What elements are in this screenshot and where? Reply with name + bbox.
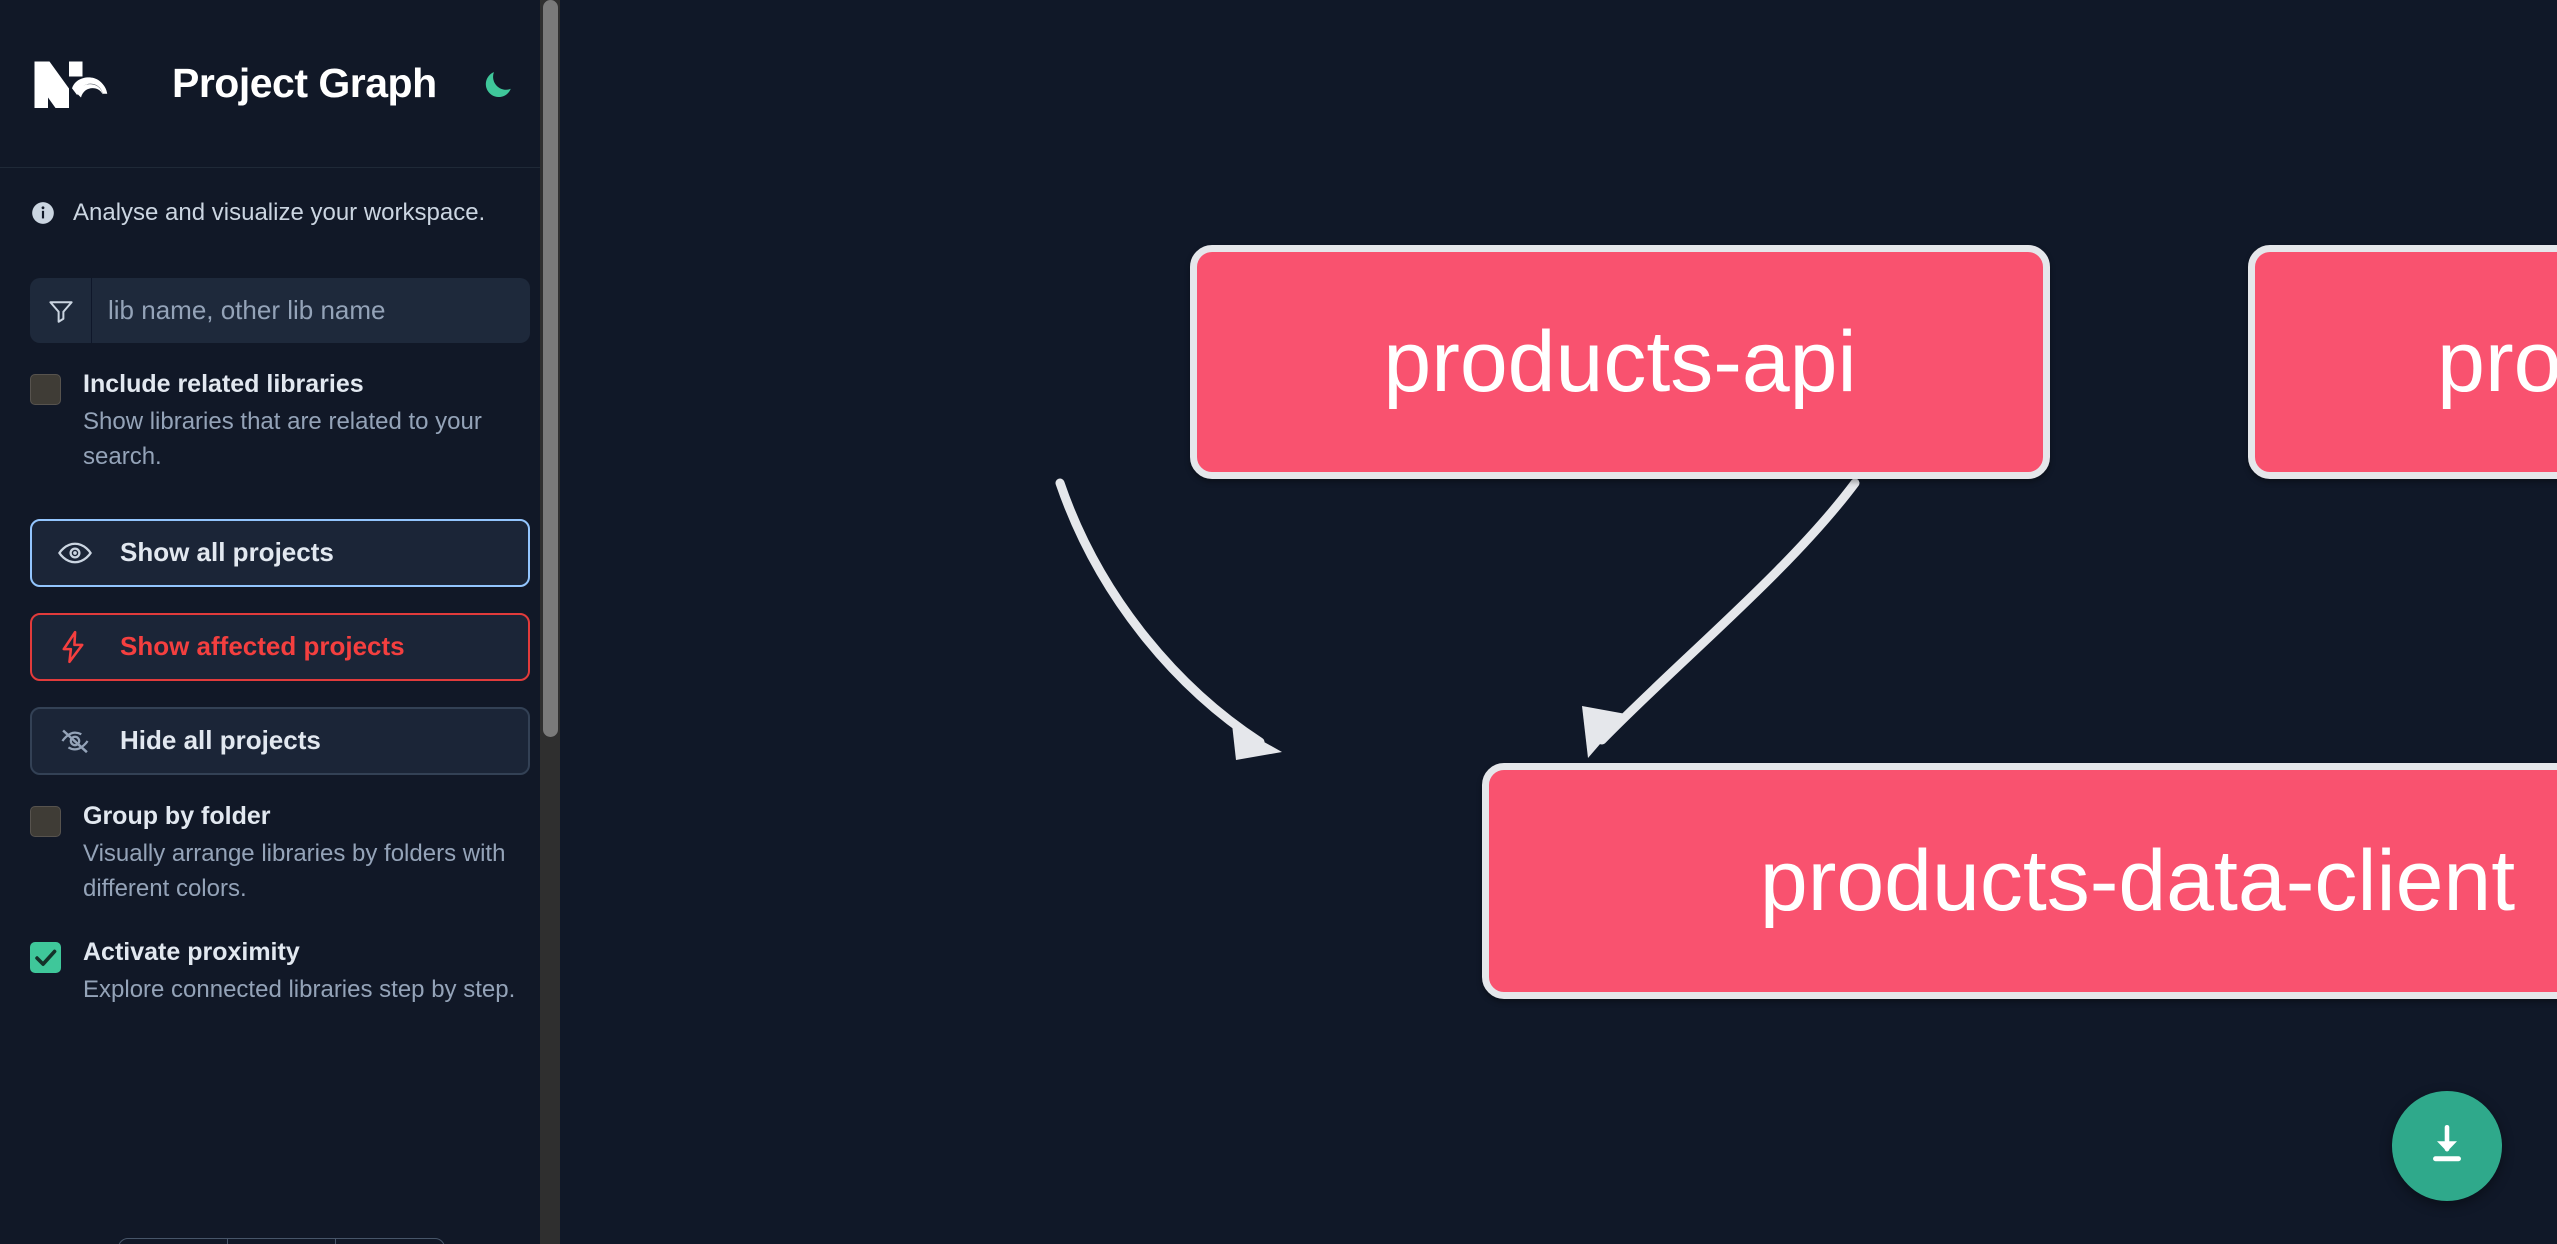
segment-2[interactable] [228, 1239, 337, 1244]
activate-proximity-checkbox[interactable] [30, 941, 61, 973]
download-icon [2422, 1120, 2472, 1173]
graph-node-products-api[interactable]: products-api [1190, 245, 2050, 479]
option-label: Group by folder [83, 801, 271, 830]
search-section [0, 278, 560, 343]
graph-node-products-cli[interactable]: products-cli [2248, 245, 2557, 479]
sidebar-scrollbar-track[interactable] [540, 0, 560, 1244]
eye-slash-icon [58, 724, 92, 758]
edge-products-cli-to-products-data-client [1582, 478, 1860, 758]
project-action-buttons: Show all projects Show affected projects [0, 518, 560, 775]
search-box[interactable] [30, 278, 530, 343]
option-label: Include related libraries [83, 370, 364, 398]
graph-node-products-data-client[interactable]: products-data-client [1482, 763, 2557, 999]
option-description: Show libraries that are related to your … [83, 408, 482, 471]
button-label: Hide all projects [120, 725, 321, 756]
info-icon [30, 200, 56, 226]
button-label: Show affected projects [120, 631, 405, 662]
segment-3[interactable] [336, 1239, 444, 1244]
sidebar-tagline: Analyse and visualize your workspace. [0, 168, 560, 258]
graph-canvas[interactable]: products-api products-cli products-data-… [560, 0, 2557, 1244]
nx-logo-icon [30, 53, 120, 115]
option-group-by-folder[interactable]: Group by folder Visually arrange librari… [0, 801, 560, 907]
option-label: Activate proximity [83, 937, 300, 966]
option-description: Visually arrange libraries by folders wi… [83, 840, 506, 902]
sidebar: Project Graph Analyse and visualize your… [0, 0, 560, 1244]
proximity-segmented-control[interactable] [118, 1238, 445, 1244]
edge-products-api-to-products-data-client [1055, 478, 1282, 760]
graph-node-label: products-api [1383, 313, 1857, 410]
option-activate-proximity[interactable]: Activate proximity Explore connected lib… [0, 937, 560, 1008]
hide-all-projects-button[interactable]: Hide all projects [30, 706, 530, 775]
show-all-projects-button[interactable]: Show all projects [30, 518, 530, 587]
lightning-icon [58, 630, 92, 664]
download-button[interactable] [2392, 1091, 2502, 1201]
eye-icon [58, 536, 92, 570]
page-title: Project Graph [172, 60, 437, 106]
include-related-libraries-checkbox[interactable] [30, 374, 61, 405]
graph-node-label: products-cli [2437, 313, 2557, 410]
sidebar-header: Project Graph [0, 0, 560, 168]
show-affected-projects-button[interactable]: Show affected projects [30, 612, 530, 681]
option-include-related-libraries[interactable]: Include related libraries Show libraries… [0, 369, 560, 475]
button-label: Show all projects [120, 537, 334, 568]
filter-funnel-icon [30, 278, 92, 343]
group-by-folder-checkbox[interactable] [30, 805, 61, 837]
segment-1[interactable] [119, 1239, 228, 1244]
graph-edges [1055, 478, 1860, 760]
option-description: Explore connected libraries step by step… [83, 975, 516, 1003]
sidebar-tagline-text: Analyse and visualize your workspace. [73, 199, 486, 226]
sidebar-scrollbar-thumb[interactable] [543, 0, 558, 737]
search-input[interactable] [92, 278, 530, 343]
moon-icon[interactable] [477, 63, 519, 105]
graph-node-label: products-data-client [1759, 832, 2516, 929]
